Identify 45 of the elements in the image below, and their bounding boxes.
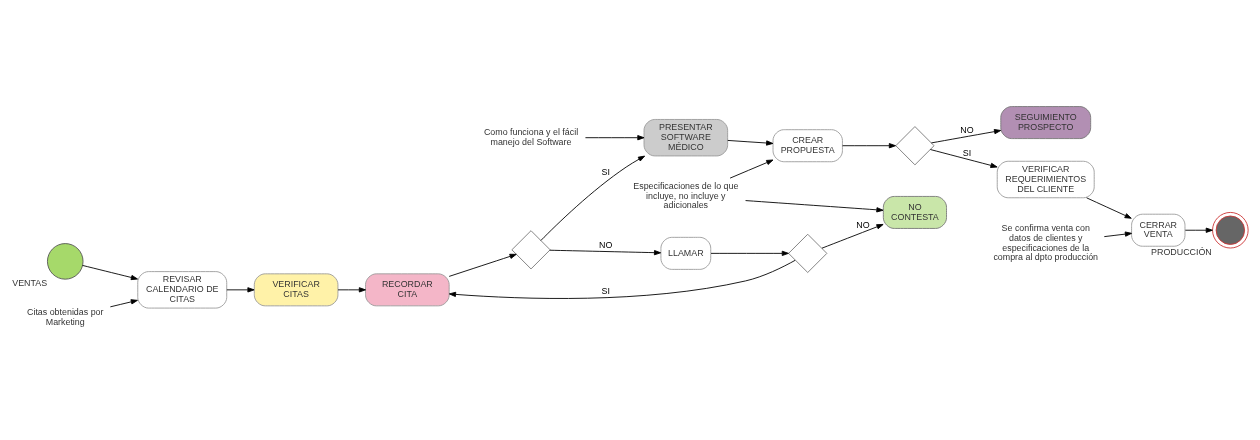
- arrow: [929, 149, 998, 168]
- arrow: [930, 129, 1002, 144]
- edge-label: SI: [962, 147, 972, 158]
- arrow: [109, 299, 138, 308]
- node-box: RECORDAR CITA: [365, 273, 450, 307]
- arrow: [585, 135, 645, 141]
- arrow: [549, 249, 662, 256]
- node-box: REVISAR CALENDARIO DE CITAS: [137, 271, 228, 309]
- arrow: [448, 259, 796, 299]
- node-box: CERRAR VENTA: [1131, 213, 1186, 247]
- arrow: [448, 253, 517, 277]
- edge-label: NO: [856, 219, 870, 230]
- node-box: CREAR PROPUESTA: [772, 129, 843, 163]
- arrow: [842, 143, 896, 149]
- arrow: [1184, 227, 1213, 233]
- node-label: PRODUCCIÓN: [1151, 247, 1212, 258]
- node-box: PRESENTAR SOFTWARE MÉDICO: [643, 119, 729, 157]
- arrow: [337, 287, 366, 293]
- arrow: [1086, 197, 1132, 219]
- arrow: [821, 224, 884, 249]
- edge-label: SI: [601, 286, 610, 297]
- node-text: Como funciona y el fácil manejo del Software: [483, 127, 579, 147]
- arrow: [729, 159, 774, 179]
- node-text: Especificaciones de lo que incluye, no incluye y adicionales: [633, 180, 739, 211]
- node-box: VERIFICAR REQUERIMIENTOS DEL CLIENTE: [996, 160, 1095, 199]
- arrow: [82, 265, 138, 281]
- node-box: LLAMAR: [660, 236, 712, 270]
- arrow: [710, 250, 789, 256]
- node-box: SEGUIMIENTO PROSPECTO: [1000, 106, 1092, 140]
- node-label: VENTAS: [12, 278, 48, 289]
- edge-label: NO: [599, 240, 613, 251]
- node-diamond: [788, 233, 828, 273]
- node-box: VERIFICAR CITAS: [253, 273, 339, 307]
- arrow: [1103, 231, 1132, 238]
- node-diamond: [895, 126, 935, 166]
- edge-label: SI: [601, 167, 610, 178]
- arrow: [540, 155, 646, 241]
- node-text: Citas obtenidas por Marketing: [27, 306, 104, 327]
- arrow: [727, 140, 774, 146]
- node-circle: [47, 243, 84, 280]
- edge-label: NO: [960, 125, 974, 136]
- arrow: [745, 200, 884, 213]
- node-text: Se confirma venta con datos de clientes y especificaciones de la compra al dpto producción: [993, 223, 1099, 263]
- arrow: [226, 287, 255, 293]
- node-box: NO CONTESTA: [882, 195, 947, 229]
